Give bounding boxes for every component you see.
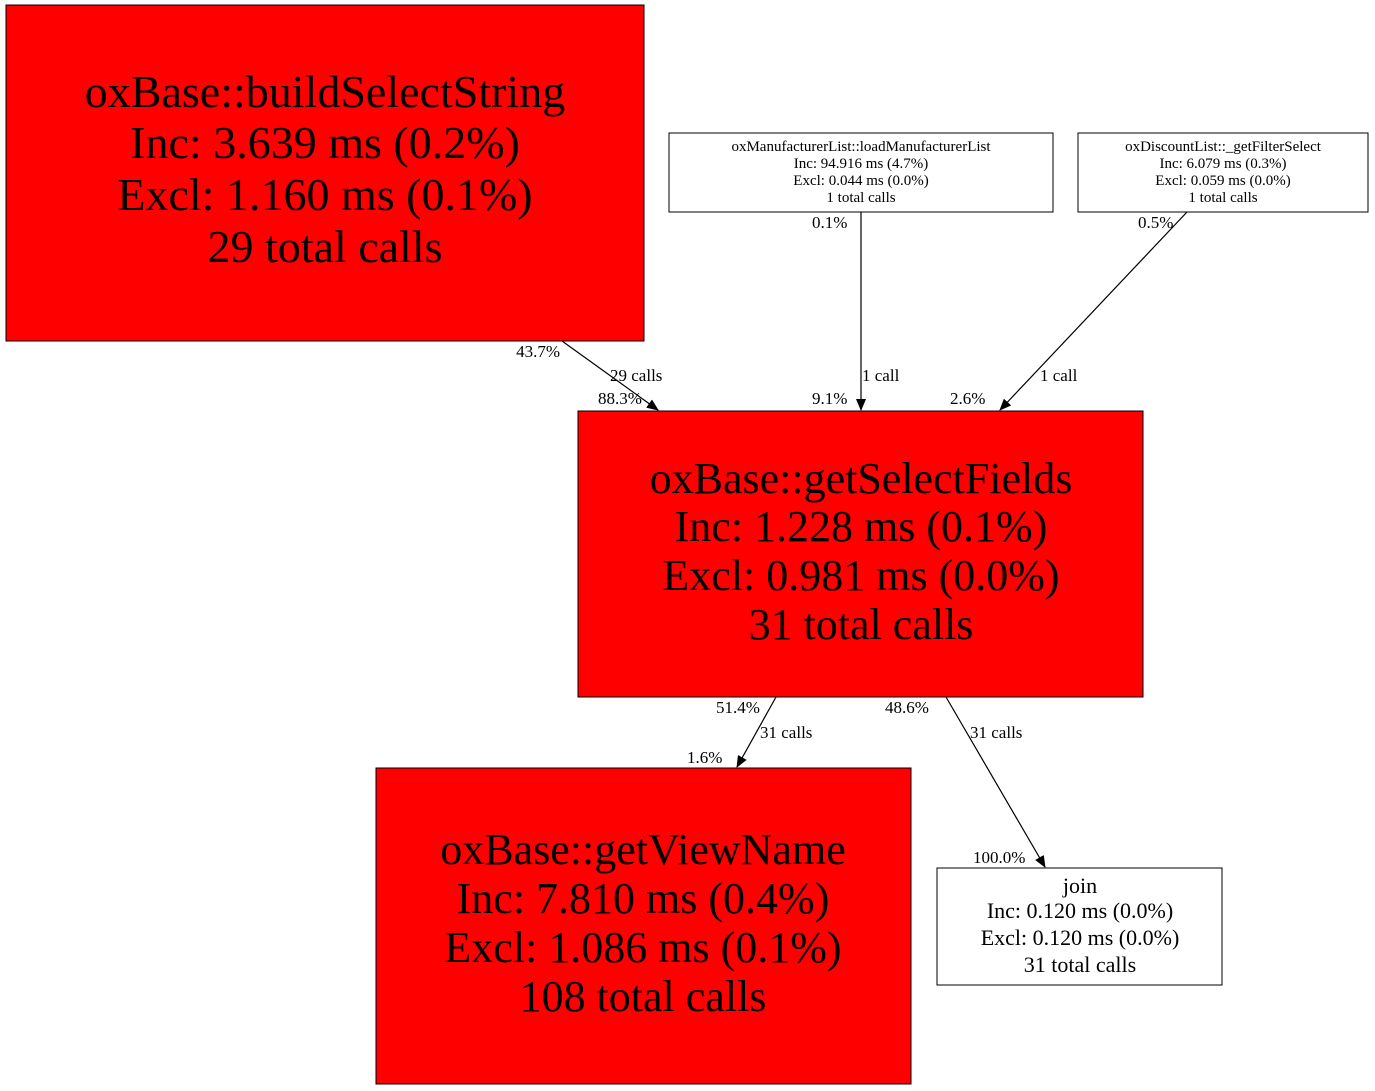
node-calls: 1 total calls — [1188, 190, 1257, 206]
edge-calls-label: 31 calls — [760, 723, 812, 742]
edge-line — [945, 696, 1046, 868]
node-loadmanufacturerlist[interactable]: oxManufacturerList::loadManufacturerList… — [668, 132, 1054, 213]
node-exclusive: Excl: 1.086 ms (0.1%) — [444, 923, 841, 972]
node-box — [1077, 132, 1369, 213]
edge-loadmanufacturerlist-to-getselectfields: 0.1% 1 call 9.1% — [812, 212, 900, 411]
edge-head-label: 88.3% — [598, 389, 642, 408]
node-calls: 1 total calls — [826, 190, 895, 206]
node-exclusive: Excl: 0.981 ms (0.0%) — [662, 551, 1059, 600]
node-buildselectstring[interactable]: oxBase::buildSelectString Inc: 3.639 ms … — [5, 4, 645, 342]
edge-buildselectstring-to-getselectfields: 43.7% 29 calls 88.3% — [516, 340, 662, 411]
edge-tail-label: 51.4% — [716, 698, 760, 717]
edge-tail-label: 0.5% — [1138, 213, 1173, 232]
edge-head-label: 100.0% — [973, 848, 1025, 867]
node-inclusive: Inc: 0.120 ms (0.0%) — [987, 898, 1173, 923]
node-title: oxBase::getSelectFields — [650, 454, 1073, 503]
node-inclusive: Inc: 6.079 ms (0.3%) — [1159, 156, 1286, 172]
edge-getselectfields-to-join: 48.6% 31 calls 100.0% — [885, 696, 1046, 868]
node-box — [5, 4, 645, 342]
edge-getfilterselect-to-getselectfields: 0.5% 1 call 2.6% — [950, 211, 1188, 411]
node-exclusive: Excl: 0.044 ms (0.0%) — [793, 173, 928, 189]
node-title: join — [1062, 873, 1097, 898]
node-inclusive: Inc: 3.639 ms (0.2%) — [130, 117, 520, 168]
node-calls: 31 total calls — [749, 600, 974, 649]
node-title: oxBase::getViewName — [440, 825, 845, 874]
node-exclusive: Excl: 1.160 ms (0.1%) — [117, 169, 532, 220]
edge-calls-label: 1 call — [862, 366, 900, 385]
edge-calls-label: 29 calls — [610, 366, 662, 385]
node-getviewname[interactable]: oxBase::getViewName Inc: 7.810 ms (0.4%)… — [375, 767, 912, 1085]
node-calls: 108 total calls — [520, 972, 767, 1021]
node-inclusive: Inc: 7.810 ms (0.4%) — [457, 874, 830, 923]
node-inclusive: Inc: 94.916 ms (4.7%) — [794, 156, 929, 172]
node-exclusive: Excl: 0.120 ms (0.0%) — [981, 925, 1180, 950]
edge-tail-label: 48.6% — [885, 698, 929, 717]
edge-line — [999, 211, 1188, 411]
edge-getselectfields-to-getviewname: 51.4% 31 calls 1.6% — [687, 696, 812, 768]
edge-tail-label: 0.1% — [812, 213, 847, 232]
node-join[interactable]: join Inc: 0.120 ms (0.0%) Excl: 0.120 ms… — [936, 867, 1223, 986]
node-box — [577, 410, 1144, 698]
edge-head-label: 9.1% — [812, 389, 847, 408]
edge-head-label: 1.6% — [687, 748, 722, 767]
edge-tail-label: 43.7% — [516, 342, 560, 361]
node-title: oxBase::buildSelectString — [85, 66, 565, 117]
edge-line — [561, 340, 659, 411]
edge-head-label: 2.6% — [950, 389, 985, 408]
edge-calls-label: 31 calls — [970, 723, 1022, 742]
node-exclusive: Excl: 0.059 ms (0.0%) — [1155, 173, 1290, 189]
node-title: oxDiscountList::_getFilterSelect — [1125, 139, 1322, 155]
node-getselectfields[interactable]: oxBase::getSelectFields Inc: 1.228 ms (0… — [577, 410, 1144, 698]
node-calls: 29 total calls — [207, 221, 442, 272]
edge-line — [736, 696, 777, 768]
node-calls: 31 total calls — [1024, 952, 1136, 977]
node-box — [936, 867, 1223, 986]
node-box — [375, 767, 912, 1085]
edge-calls-label: 1 call — [1040, 366, 1078, 385]
node-inclusive: Inc: 1.228 ms (0.1%) — [675, 502, 1048, 551]
node-box — [668, 132, 1054, 213]
node-getfilterselect[interactable]: oxDiscountList::_getFilterSelect Inc: 6.… — [1077, 132, 1369, 213]
node-title: oxManufacturerList::loadManufacturerList — [731, 139, 991, 155]
